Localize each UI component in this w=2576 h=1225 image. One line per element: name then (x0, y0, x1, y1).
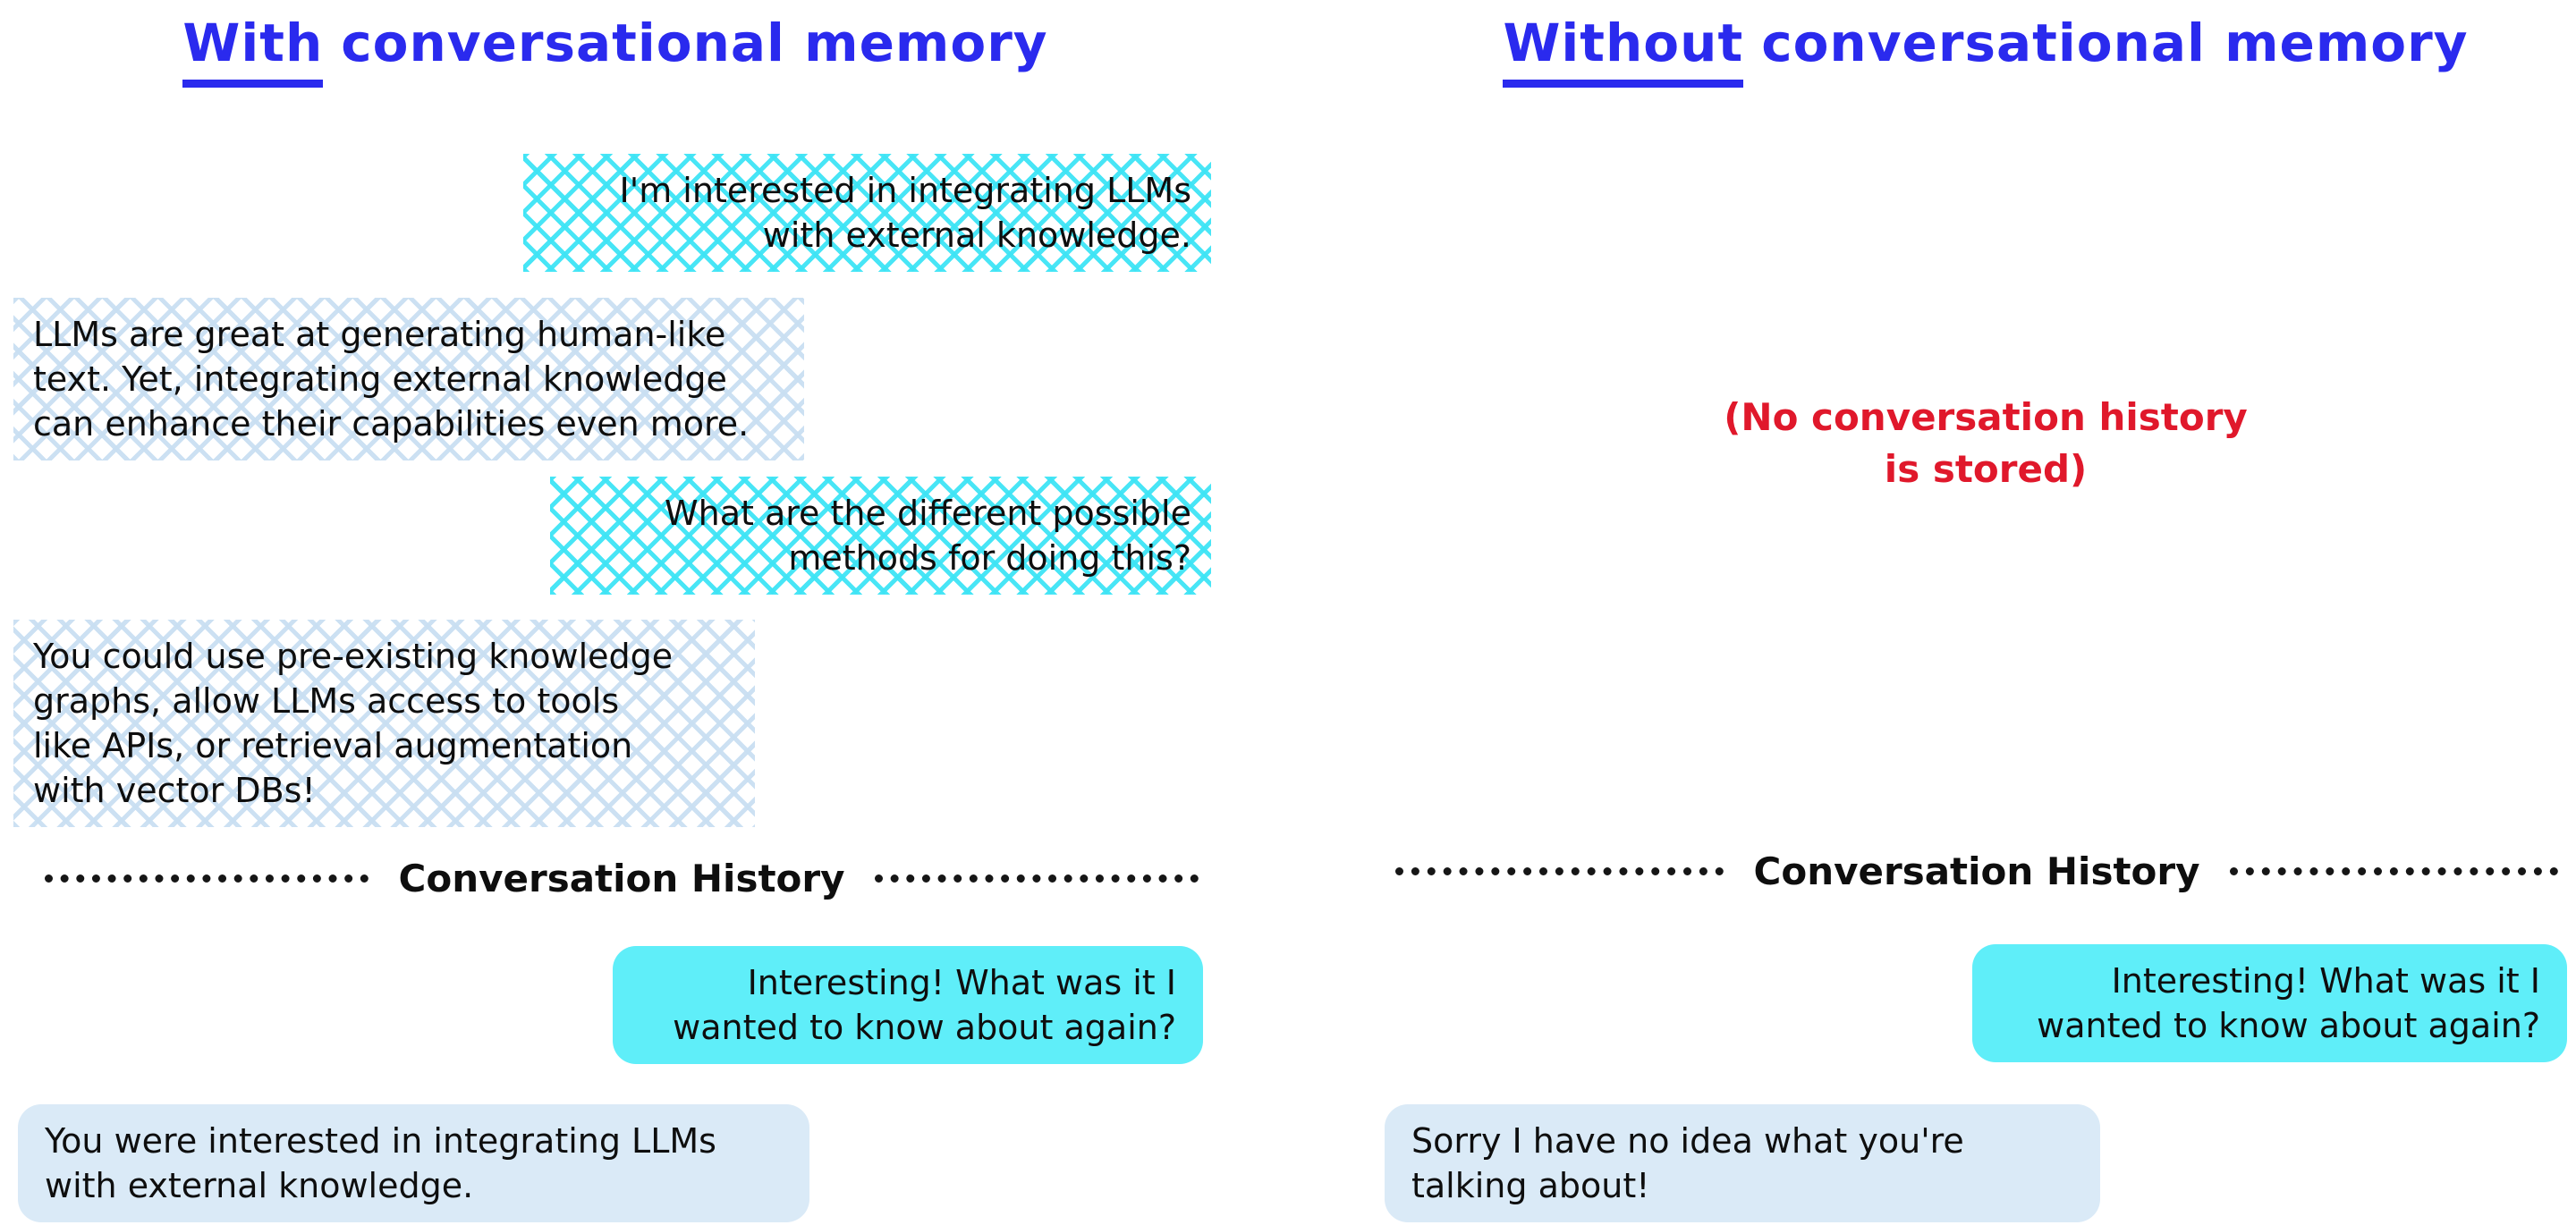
right-title-underlined-word: Without (1503, 13, 1744, 88)
divider-label: Conversation History (398, 856, 845, 900)
right-column-title: Without conversational memory (1395, 13, 2576, 88)
chat-bubble-assistant: You could use pre-existing knowledge gra… (13, 620, 755, 827)
left-column-title: With conversational memory (0, 13, 1231, 88)
chat-bubble-user: Interesting! What was it I wanted to kno… (1972, 944, 2567, 1062)
chat-bubble-assistant: You were interested in integrating LLMs … (18, 1104, 809, 1222)
chat-bubble-user: Interesting! What was it I wanted to kno… (613, 946, 1203, 1064)
chat-bubble-user: I'm interested in integrating LLMs with … (523, 154, 1211, 272)
conversation-history-divider: Conversation History (45, 851, 1199, 905)
left-title-underlined-word: With (182, 13, 324, 88)
chat-bubble-assistant: Sorry I have no idea what you're talking… (1385, 1104, 2100, 1222)
dotted-line (1395, 866, 1724, 875)
dotted-line (875, 874, 1199, 883)
left-title-rest: conversational memory (341, 13, 1048, 73)
chat-bubble-user: What are the different possible methods … (550, 477, 1211, 595)
conversation-history-divider: Conversation History (1395, 844, 2559, 898)
divider-label: Conversation History (1753, 849, 2200, 893)
chat-bubble-assistant: LLMs are great at generating human-like … (13, 298, 804, 460)
no-history-note: (No conversation history is stored) (1724, 395, 2248, 491)
dotted-line (2230, 866, 2559, 875)
dotted-line (45, 874, 369, 883)
right-title-rest: conversational memory (1761, 13, 2469, 73)
